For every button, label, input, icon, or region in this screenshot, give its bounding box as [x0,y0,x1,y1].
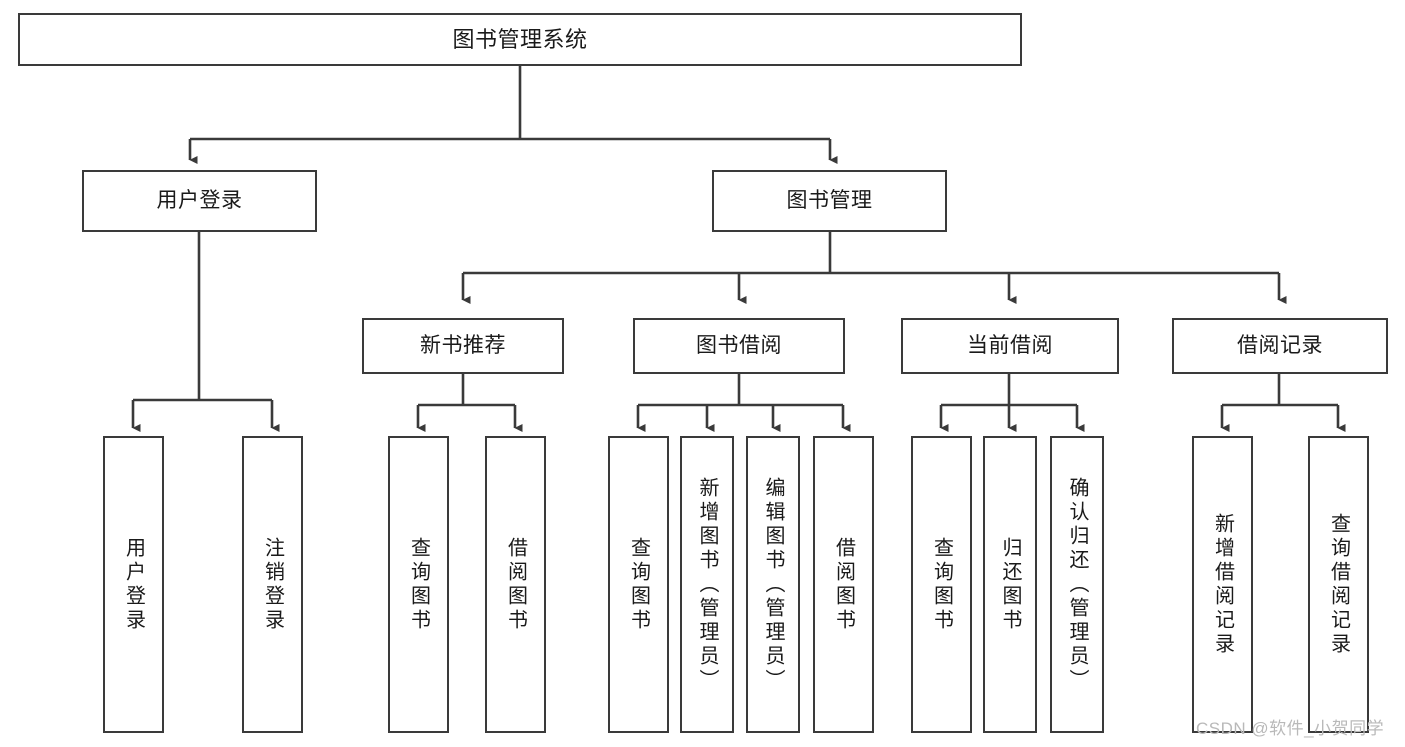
node-leaf-confirm-return-admin[interactable]: 确认归还（管理员） [1050,436,1104,733]
node-leaf-edit-book-admin[interactable]: 编辑图书（管理员） [746,436,800,733]
node-leaf-add-borrow-record[interactable]: 新增借阅记录 [1192,436,1253,733]
node-label: 查询借阅记录 [1327,512,1350,657]
node-label: 当前借阅 [967,334,1053,358]
node-leaf-query-borrow-record[interactable]: 查询借阅记录 [1308,436,1369,733]
node-label: 新书推荐 [420,334,506,358]
node-leaf-query-book-borrow[interactable]: 查询图书 [608,436,669,733]
node-book-management[interactable]: 图书管理 [712,170,947,232]
node-leaf-return-book[interactable]: 归还图书 [983,436,1037,733]
node-label: 新增借阅记录 [1211,512,1234,657]
node-label: 注销登录 [261,536,284,633]
node-book-borrow[interactable]: 图书借阅 [633,318,845,374]
node-leaf-add-book-admin[interactable]: 新增图书（管理员） [680,436,734,733]
node-label: 查询图书 [930,536,953,633]
node-label: 借阅图书 [504,536,527,633]
node-label: 借阅图书 [832,536,855,633]
node-leaf-query-book-current[interactable]: 查询图书 [911,436,972,733]
node-label: 确认归还（管理员） [1066,476,1088,693]
node-label: 新增图书（管理员） [696,476,718,693]
node-label: 查询图书 [627,536,650,633]
node-leaf-borrow-book[interactable]: 借阅图书 [813,436,874,733]
node-label: 借阅记录 [1237,334,1323,358]
node-user-login[interactable]: 用户登录 [82,170,317,232]
node-label: 用户登录 [122,536,145,633]
node-label: 用户登录 [156,189,243,213]
node-label: 图书管理 [786,189,873,213]
node-borrow-record[interactable]: 借阅记录 [1172,318,1388,374]
watermark-text: CSDN @软件_小贺同学 [1196,719,1385,738]
node-label: 编辑图书（管理员） [762,476,784,693]
node-label: 归还图书 [999,536,1021,633]
node-leaf-logout[interactable]: 注销登录 [242,436,303,733]
node-current-borrow[interactable]: 当前借阅 [901,318,1119,374]
node-label: 查询图书 [407,536,430,633]
node-leaf-user-login[interactable]: 用户登录 [103,436,164,733]
node-leaf-borrow-book-recommend[interactable]: 借阅图书 [485,436,546,733]
node-leaf-query-book-recommend[interactable]: 查询图书 [388,436,449,733]
node-new-book-recommend[interactable]: 新书推荐 [362,318,564,374]
node-root-system[interactable]: 图书管理系统 [18,13,1022,66]
node-label: 图书借阅 [696,334,782,358]
node-label: 图书管理系统 [452,26,588,52]
